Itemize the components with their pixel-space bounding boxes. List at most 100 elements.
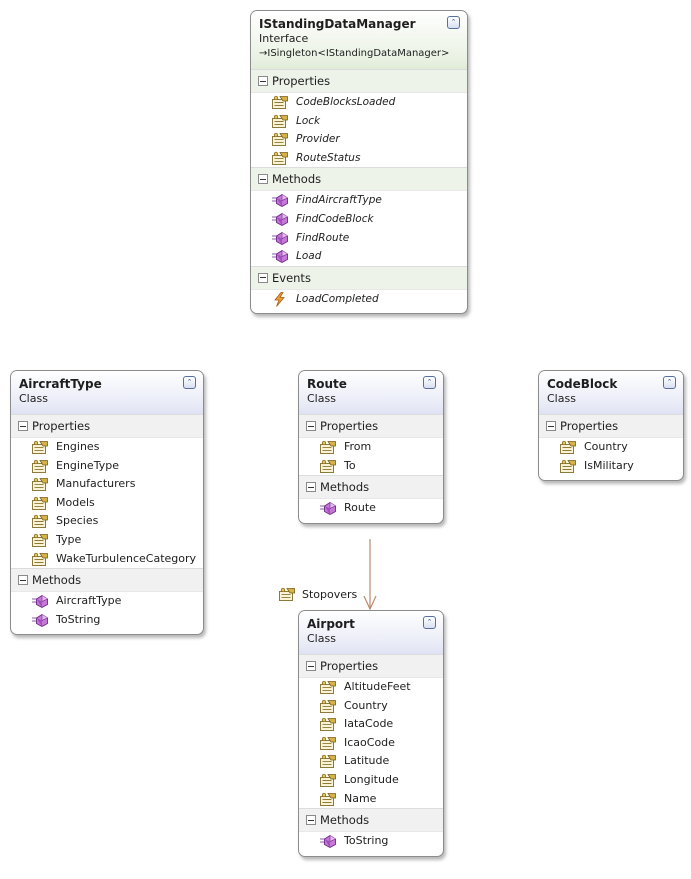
member-findcodeblock[interactable]: FindCodeBlock: [251, 210, 467, 229]
section-header-methods[interactable]: Methods: [299, 475, 443, 500]
property-icon: [31, 496, 49, 511]
member-ismilitary[interactable]: IsMilitary: [539, 457, 683, 476]
member-name: IsMilitary: [584, 458, 634, 472]
member-tostring[interactable]: ToString: [11, 611, 203, 630]
section-header-methods[interactable]: Methods: [299, 808, 443, 833]
member-name: IataCode: [344, 717, 394, 731]
collapse-minus-icon[interactable]: [546, 421, 556, 431]
member-lock[interactable]: Lock: [251, 112, 467, 131]
member-from[interactable]: From: [299, 438, 443, 457]
shape-bottom-padding: [299, 851, 443, 856]
property-icon: [31, 514, 49, 529]
collapse-minus-icon[interactable]: [306, 661, 316, 671]
collapse-minus-icon[interactable]: [306, 482, 316, 493]
section-label: Properties: [320, 659, 379, 673]
member-name: Country: [344, 698, 388, 712]
member-name: Load: [296, 250, 322, 263]
method-icon: [319, 501, 337, 516]
member-engines[interactable]: Engines: [11, 438, 203, 457]
section-label: Properties: [272, 74, 331, 88]
property-icon: [319, 680, 337, 695]
property-icon: [559, 440, 577, 455]
section-header-events[interactable]: Events: [251, 265, 467, 290]
shape-inheritance: →ISingleton<IStandingDataManager>: [259, 48, 450, 59]
section-header-properties[interactable]: Properties: [251, 69, 467, 93]
member-name: Provider: [296, 133, 340, 146]
member-manufacturers[interactable]: Manufacturers: [11, 475, 203, 494]
member-provider[interactable]: Provider: [251, 130, 467, 149]
section-header-methods[interactable]: Methods: [251, 167, 467, 192]
member-country[interactable]: Country: [539, 438, 683, 457]
collapse-minus-icon[interactable]: [258, 76, 268, 86]
member-species[interactable]: Species: [11, 512, 203, 531]
member-enginetype[interactable]: EngineType: [11, 457, 203, 476]
property-icon: [31, 459, 49, 474]
member-name: FindCodeBlock: [296, 212, 374, 225]
member-type[interactable]: Type: [11, 531, 203, 550]
member-latitude[interactable]: Latitude: [299, 752, 443, 771]
collapse-minus-icon[interactable]: [306, 421, 316, 431]
property-icon: [319, 773, 337, 788]
member-models[interactable]: Models: [11, 494, 203, 513]
member-load[interactable]: Load: [251, 247, 467, 266]
section-label: Events: [272, 270, 311, 285]
member-name: ToString: [344, 834, 389, 848]
member-name: RouteStatus: [296, 151, 361, 164]
property-icon: [271, 132, 289, 147]
member-country[interactable]: Country: [299, 697, 443, 716]
property-icon: [319, 459, 337, 474]
property-icon: [31, 477, 49, 492]
member-aircrafttype[interactable]: AircraftType: [11, 592, 203, 611]
stopovers-arrowhead: [363, 595, 377, 611]
collapse-chevron-icon[interactable]: ⌃: [447, 16, 460, 29]
member-loadcompleted[interactable]: LoadCompleted: [251, 290, 467, 309]
member-name: To: [344, 458, 356, 472]
member-icaocode[interactable]: IcaoCode: [299, 734, 443, 753]
section-header-properties[interactable]: Properties: [299, 654, 443, 678]
member-altitudefeet[interactable]: AltitudeFeet: [299, 678, 443, 697]
member-tostring[interactable]: ToString: [299, 832, 443, 851]
collapse-chevron-icon[interactable]: ⌃: [423, 616, 436, 629]
shape-stereotype: Class: [307, 392, 336, 405]
property-icon: [319, 736, 337, 751]
member-name: Species: [56, 514, 99, 528]
member-name: Latitude: [344, 754, 390, 768]
member-route[interactable]: Route: [299, 499, 443, 518]
section-header-properties[interactable]: Properties: [539, 414, 683, 438]
collapse-minus-icon[interactable]: [258, 272, 268, 283]
section-header-properties[interactable]: Properties: [299, 414, 443, 438]
member-findaircrafttype[interactable]: FindAircraftType: [251, 191, 467, 210]
collapse-chevron-icon[interactable]: ⌃: [183, 376, 196, 389]
member-name: Longitude: [344, 772, 399, 786]
section-header-methods[interactable]: Methods: [11, 568, 203, 593]
shape-title: Airport: [307, 617, 355, 631]
shape-stereotype: Class: [19, 392, 48, 405]
member-waketurbulencecategory[interactable]: WakeTurbulenceCategory: [11, 550, 203, 569]
property-icon: [31, 440, 49, 455]
member-name: Route: [344, 501, 376, 515]
collapse-minus-icon[interactable]: [258, 174, 268, 185]
collapse-chevron-icon[interactable]: ⌃: [423, 376, 436, 389]
member-name: EngineType: [56, 458, 119, 472]
property-icon: [319, 754, 337, 769]
association-label-stopovers[interactable]: Stopovers: [278, 587, 357, 602]
section-header-properties[interactable]: Properties: [11, 414, 203, 438]
member-name: FindAircraftType: [296, 194, 382, 207]
collapse-minus-icon[interactable]: [306, 815, 316, 826]
collapse-chevron-icon[interactable]: ⌃: [663, 376, 676, 389]
collapse-minus-icon[interactable]: [18, 421, 28, 431]
member-findroute[interactable]: FindRoute: [251, 229, 467, 248]
collapse-minus-icon[interactable]: [18, 575, 28, 586]
member-longitude[interactable]: Longitude: [299, 771, 443, 790]
member-iatacode[interactable]: IataCode: [299, 715, 443, 734]
member-to[interactable]: To: [299, 457, 443, 476]
member-codeblocksloaded[interactable]: CodeBlocksLoaded: [251, 93, 467, 112]
member-routestatus[interactable]: RouteStatus: [251, 149, 467, 168]
member-name[interactable]: Name: [299, 790, 443, 809]
